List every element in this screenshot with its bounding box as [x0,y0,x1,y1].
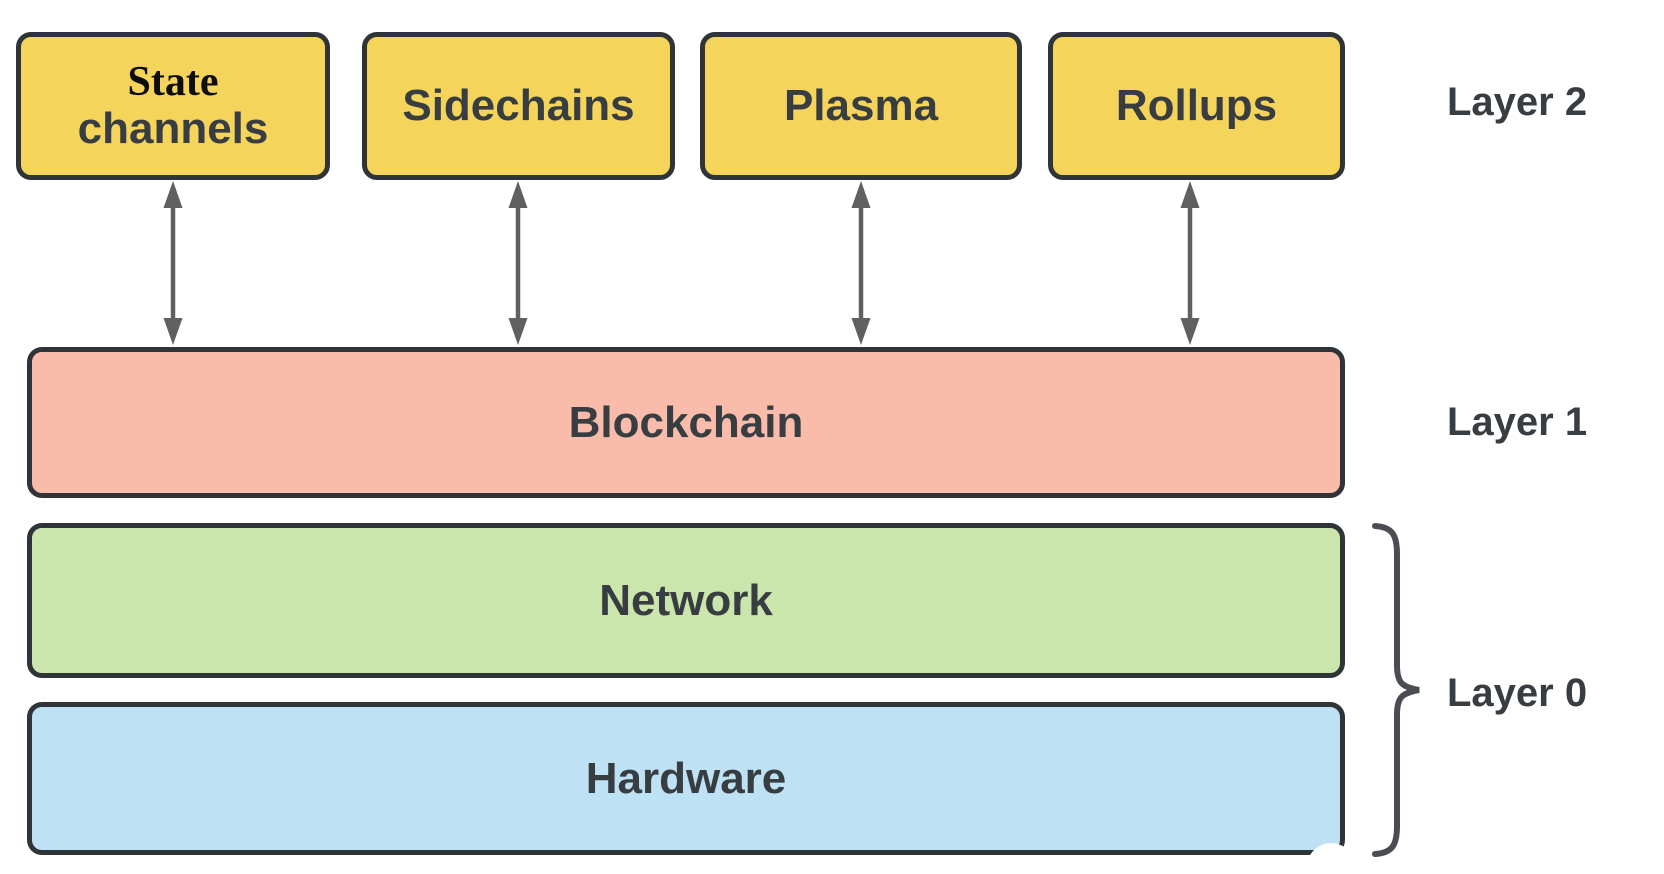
plasma-label: Plasma [783,80,939,130]
state-channels-label-line1: State [127,58,219,105]
layer-2-label: Layer 2 [1447,80,1588,124]
blockchain-label: Blockchain [568,397,804,447]
node-plasma: Plasma [700,32,1022,180]
node-blockchain: Blockchain [27,347,1345,498]
double-arrow-icon [163,181,183,345]
network-label: Network [599,575,773,625]
node-state-channels: State channels [16,32,330,180]
state-channels-label-line2: channels [77,103,269,153]
layer-1-label: Layer 1 [1447,400,1588,444]
double-arrow-icon [508,181,528,345]
node-rollups: Rollups [1048,32,1345,180]
layer-0-label: Layer 0 [1447,671,1588,715]
watermark-cover [1307,843,1355,874]
curly-brace-icon [1372,523,1420,857]
node-network: Network [27,523,1345,678]
sidechains-label: Sidechains [402,80,635,130]
rollups-label: Rollups [1115,80,1278,130]
double-arrow-icon [851,181,871,345]
node-hardware: Hardware [27,702,1345,855]
node-sidechains: Sidechains [362,32,675,180]
double-arrow-icon [1180,181,1200,345]
hardware-label: Hardware [585,753,787,803]
